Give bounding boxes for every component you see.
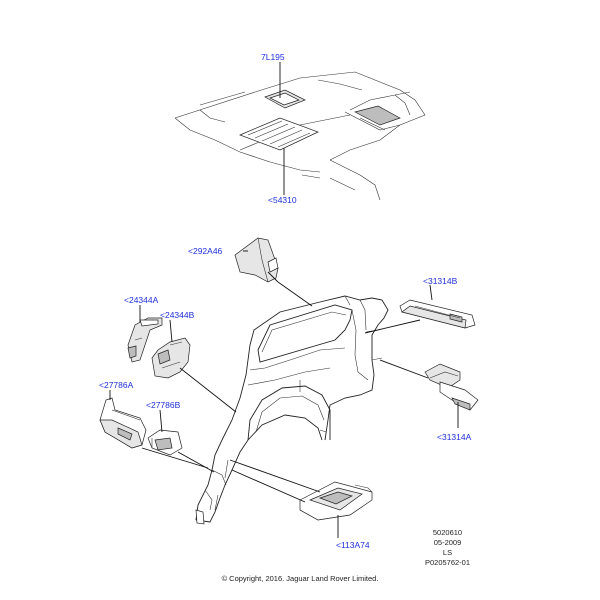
illustration-reference: 5020610 05-2009 LS P0205762-01 [405,528,490,568]
leader-27786B-c [159,409,163,433]
leader-27786B [177,451,215,473]
label-27786B[interactable]: <27786B [146,400,181,410]
label-31314B[interactable]: <31314B [423,276,458,286]
part-24344B [151,337,191,379]
leader-31314B [364,319,421,334]
part-292A46 [234,237,279,283]
reference-number: 5020610 [432,528,463,537]
label-292A46[interactable]: <292A46 [188,246,223,256]
label-31314A[interactable]: <31314A [437,432,472,442]
label-113A74[interactable]: <113A74 [336,540,370,550]
part-24344A [127,317,163,363]
label-27786A[interactable]: <27786A [99,380,134,390]
part-27786B [147,429,183,456]
part-31314A [424,363,479,411]
leader-113A74 [229,459,321,493]
label-7L195[interactable]: 7L195 [261,52,285,62]
leader-24344B [179,367,237,413]
part-113A74 [299,481,373,521]
leader-113A74-b [231,469,306,503]
part-27786A [99,397,147,449]
leader-31314B-c [429,284,433,301]
label-24344A[interactable]: <24344A [124,295,159,305]
reference-illustration-id: P0205762-01 [424,558,471,567]
body-side-panel-drawing [195,295,389,525]
label-54310[interactable]: <54310 [268,195,297,205]
leader-31314A [379,359,429,379]
leader-27786A [141,447,209,469]
leader-292A46 [277,281,313,307]
leader-292A46-b [267,271,279,283]
part-31314B [399,299,476,329]
label-24344B[interactable]: <24344B [160,310,195,320]
reference-code: LS [442,548,453,557]
roof-assembly-drawing [174,71,426,201]
reference-date: 05-2009 [433,538,462,547]
copyright-notice: © Copyright, 2016. Jaguar Land Rover Lim… [221,574,379,583]
leader-24344B-c [169,319,173,343]
